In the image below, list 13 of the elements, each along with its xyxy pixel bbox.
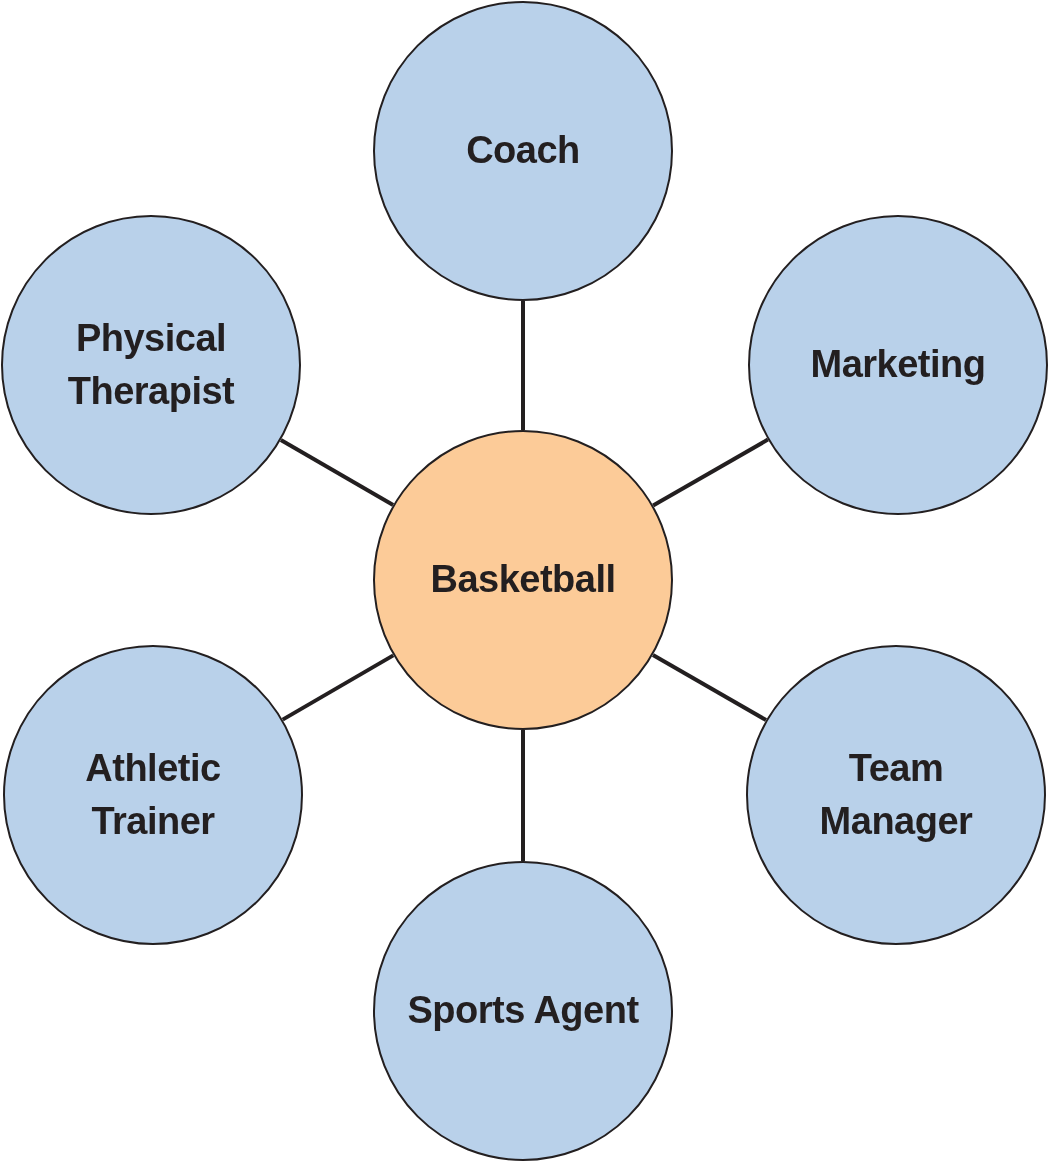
node-label: Marketing <box>809 342 987 388</box>
connector-line <box>521 730 525 861</box>
node-label: Physical Therapist <box>66 315 236 414</box>
connector-line <box>281 653 395 722</box>
node-label: Team Manager <box>818 745 974 844</box>
node-label: Coach <box>465 128 581 174</box>
node-label: Athletic Trainer <box>84 745 222 844</box>
connector-line <box>652 437 769 508</box>
connector-line <box>279 438 395 507</box>
node-label: Sports Agent <box>406 988 640 1034</box>
connector-line <box>521 301 525 430</box>
connector-line <box>651 653 768 722</box>
node-label: Basketball <box>429 557 617 603</box>
